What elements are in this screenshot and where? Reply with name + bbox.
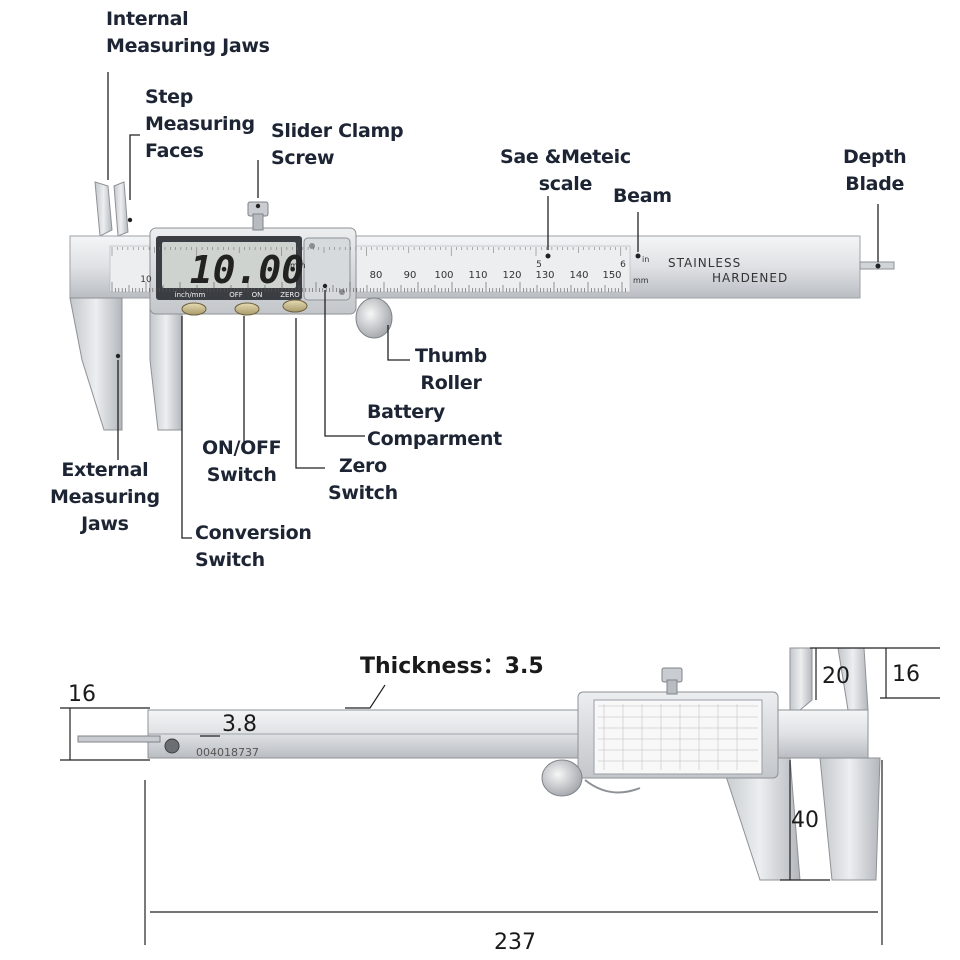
- dim-depth-height: 16: [68, 682, 96, 707]
- onoff-button[interactable]: [234, 302, 260, 316]
- upper-jaw-side: [789, 647, 813, 711]
- lcd-reading: 10.00: [190, 248, 304, 292]
- battery-screw-icon: [309, 243, 315, 249]
- label-sae-scale: Sae &Meteic scale: [500, 146, 631, 195]
- battery-compartment: [303, 237, 351, 301]
- slider-edge: [584, 779, 641, 794]
- scale-label: 80: [370, 270, 383, 281]
- btn-label-zero: ZERO: [280, 291, 300, 299]
- unit-mm-label: mm: [633, 276, 649, 285]
- unit-in-label: in: [642, 255, 649, 264]
- rivet-icon: [164, 738, 180, 754]
- dim-jaw-bottom: 40: [791, 808, 819, 833]
- label-slider-screw: Slider Clamp Screw: [271, 120, 404, 169]
- label-battery: Battery Comparment: [367, 401, 502, 450]
- btn-label-conversion: inch/mm: [175, 291, 206, 299]
- scale-label: 150: [602, 270, 621, 281]
- mm-scale-ticks: [111, 282, 626, 292]
- depth-blade-side: [77, 735, 161, 743]
- scale-label: 130: [535, 270, 554, 281]
- scale-label: 120: [502, 270, 521, 281]
- internal-jaw-fixed: [94, 181, 113, 237]
- external-jaw-fixed: [69, 297, 123, 431]
- btn-label-off: OFF: [229, 291, 243, 299]
- label-step-faces: Step Measuring Faces: [145, 86, 255, 162]
- spec-label: [593, 699, 763, 775]
- dim-length: 237: [494, 930, 536, 955]
- beam-engraving-2: HARDENED: [712, 271, 788, 285]
- label-external-jaws: External Measuring Jaws: [50, 459, 160, 535]
- inch-label: 5: [536, 260, 542, 270]
- caliper-top: 10.00 mm inch/mm OFF ON ZERO 10 80 90 10…: [69, 72, 895, 539]
- clamp-screw-shaft: [252, 213, 264, 231]
- label-beam: Beam: [613, 185, 672, 207]
- scale-label: 10: [140, 275, 152, 285]
- scale-label: 90: [404, 270, 417, 281]
- thumb-roller[interactable]: [355, 297, 393, 339]
- dim-depth-width: 3.8: [222, 712, 257, 737]
- zero-button[interactable]: [282, 299, 308, 313]
- lcd-unit: mm: [290, 261, 306, 270]
- callout-leaders: [107, 72, 879, 539]
- caliper-bottom: 004018737: [60, 647, 940, 945]
- label-onoff-switch: ON/OFF Switch: [202, 437, 282, 486]
- inch-scale-ticks: [111, 247, 627, 256]
- inch-label: 6: [620, 260, 626, 270]
- label-zero-switch: Zero Switch: [328, 455, 398, 504]
- serial-number: 004018737: [196, 746, 259, 759]
- external-jaw-sliding: [149, 297, 183, 431]
- dimension-lines: [60, 647, 940, 945]
- lcd-screen: [162, 242, 296, 288]
- callout-dots: [115, 203, 881, 359]
- thumb-roller-side: [541, 759, 583, 797]
- conversion-button[interactable]: [181, 302, 207, 316]
- label-internal-jaws: Internal Measuring Jaws: [106, 8, 270, 57]
- spec-label-grid: [598, 704, 758, 770]
- btn-label-on: ON: [252, 291, 263, 299]
- dim-jaw-top-right: 16: [892, 662, 920, 687]
- label-depth-blade: Depth Blade: [843, 146, 907, 195]
- internal-jaw-sliding: [113, 181, 129, 237]
- beam-engraving-1: STAINLESS: [668, 256, 741, 270]
- clamp-screw-shaft-side: [666, 679, 678, 695]
- label-conversion-switch: Conversion Switch: [195, 522, 312, 571]
- scale-label: 140: [569, 270, 588, 281]
- scale-label: 110: [468, 270, 487, 281]
- dim-thickness: Thickness：3.5: [360, 654, 544, 679]
- label-thumb-roller: Thumb Roller: [415, 345, 487, 394]
- dim-jaw-top-left: 20: [822, 664, 850, 689]
- scale-label: 100: [434, 270, 453, 281]
- lower-jaw-fixed-side: [819, 757, 881, 881]
